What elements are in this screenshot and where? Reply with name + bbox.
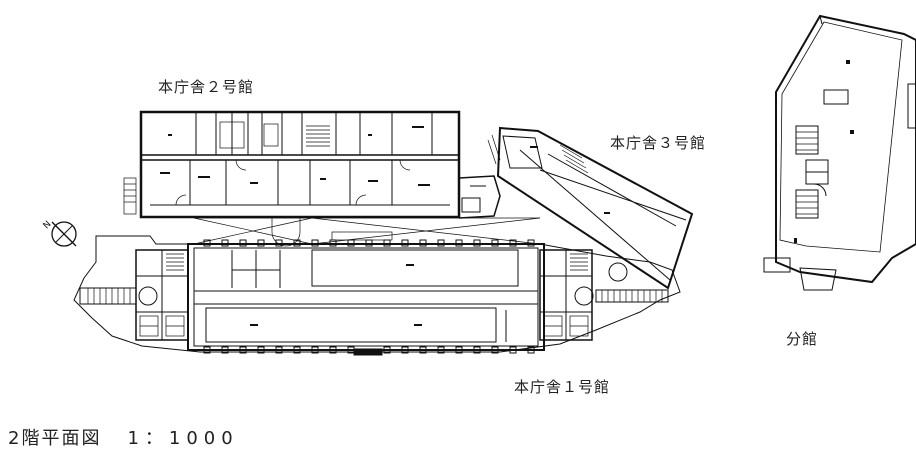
building-2-outline	[123, 110, 461, 219]
label-building-3: 本庁舎３号館	[610, 134, 707, 152]
annex-outline	[763, 14, 916, 291]
label-annex: 分館	[786, 330, 819, 348]
label-building-1: 本庁舎１号館	[514, 378, 611, 396]
building-1-outline	[73, 235, 681, 356]
plan-scale: 1：1000	[127, 428, 239, 449]
building-3-outline	[487, 126, 694, 290]
plan-caption: 2階平面図 1：1000	[8, 424, 239, 450]
label-building-2: 本庁舎２号館	[158, 78, 255, 96]
north-compass-icon	[51, 221, 77, 247]
atrium-lines	[193, 217, 541, 247]
corridor-2-3	[458, 175, 501, 219]
compass-north-letter: N	[42, 219, 54, 231]
plan-title: 2階平面図	[8, 428, 102, 449]
